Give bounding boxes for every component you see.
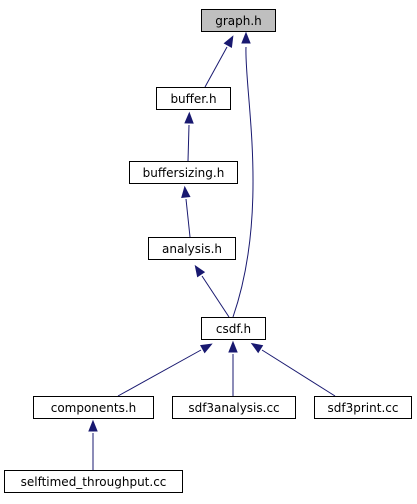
node-buffersizing-h[interactable]: buffersizing.h [129,161,238,184]
arrowhead-icon [223,35,234,48]
arrowhead-icon [228,340,238,353]
node-label: selftimed_throughput.cc [21,475,167,489]
node-box[interactable] [201,317,266,340]
node-box[interactable] [314,396,412,419]
edges-layer [88,31,336,470]
arrowhead-icon [181,185,191,199]
node-label: components.h [51,401,137,415]
node-label: buffersizing.h [143,166,225,180]
nodes-layer: graph.h buffer.h buffersizing.h analysis.h c… [4,9,412,493]
edge-line [204,46,228,88]
node-label: analysis.h [162,242,222,256]
node-box[interactable] [33,396,154,419]
node-box[interactable] [172,396,296,419]
node-sdf3print-cc[interactable]: sdf3print.cc [314,396,412,419]
node-components-h[interactable]: components.h [33,396,154,419]
edge-sdf3analysis_cc-to-csdf_h [228,340,238,396]
arrowhead-icon [88,419,98,432]
node-sdf3analysis-cc[interactable]: sdf3analysis.cc [172,396,296,419]
edge-line [201,275,230,318]
edge-buffer_h-to-graph_h [204,35,234,88]
node-csdf-h[interactable]: csdf.h [201,317,266,340]
node-box[interactable] [201,9,276,32]
edge-csdf_h-to-analysis_h [194,264,230,318]
edge-line [232,46,254,318]
edge-line [187,124,190,162]
arrowhead-icon [241,31,251,44]
edge-sdf3print_cc-to-csdf_h [250,342,336,397]
arrowhead-icon [194,264,206,278]
node-label: graph.h [215,14,262,28]
node-box[interactable] [4,470,183,493]
edge-components_h-to-csdf_h [117,343,213,397]
node-analysis-h[interactable]: analysis.h [148,237,236,260]
node-box[interactable] [156,87,231,110]
edge-analysis_h-to-buffersizing_h [181,185,191,238]
node-label: buffer.h [170,92,216,106]
arrowhead-icon [184,111,194,124]
edge-line [185,198,191,238]
edge-csdf_h-to-graph_h [232,31,254,318]
node-box[interactable] [148,237,236,260]
node-box[interactable] [129,161,238,184]
node-label: csdf.h [216,322,251,336]
edge-buffersizing_h-to-buffer_h [184,111,194,162]
arrowhead-icon [200,343,213,354]
arrowhead-icon [250,342,264,354]
edge-line [261,349,336,397]
node-label: sdf3analysis.cc [188,401,279,415]
edge-line [117,349,202,397]
edge-selftimed_throughput_cc-to-components_h [88,419,98,470]
node-label: sdf3print.cc [328,401,399,415]
node-buffer-h[interactable]: buffer.h [156,87,231,110]
node-selftimed-throughput-cc[interactable]: selftimed_throughput.cc [4,470,183,493]
node-graph-h[interactable]: graph.h [201,9,276,32]
